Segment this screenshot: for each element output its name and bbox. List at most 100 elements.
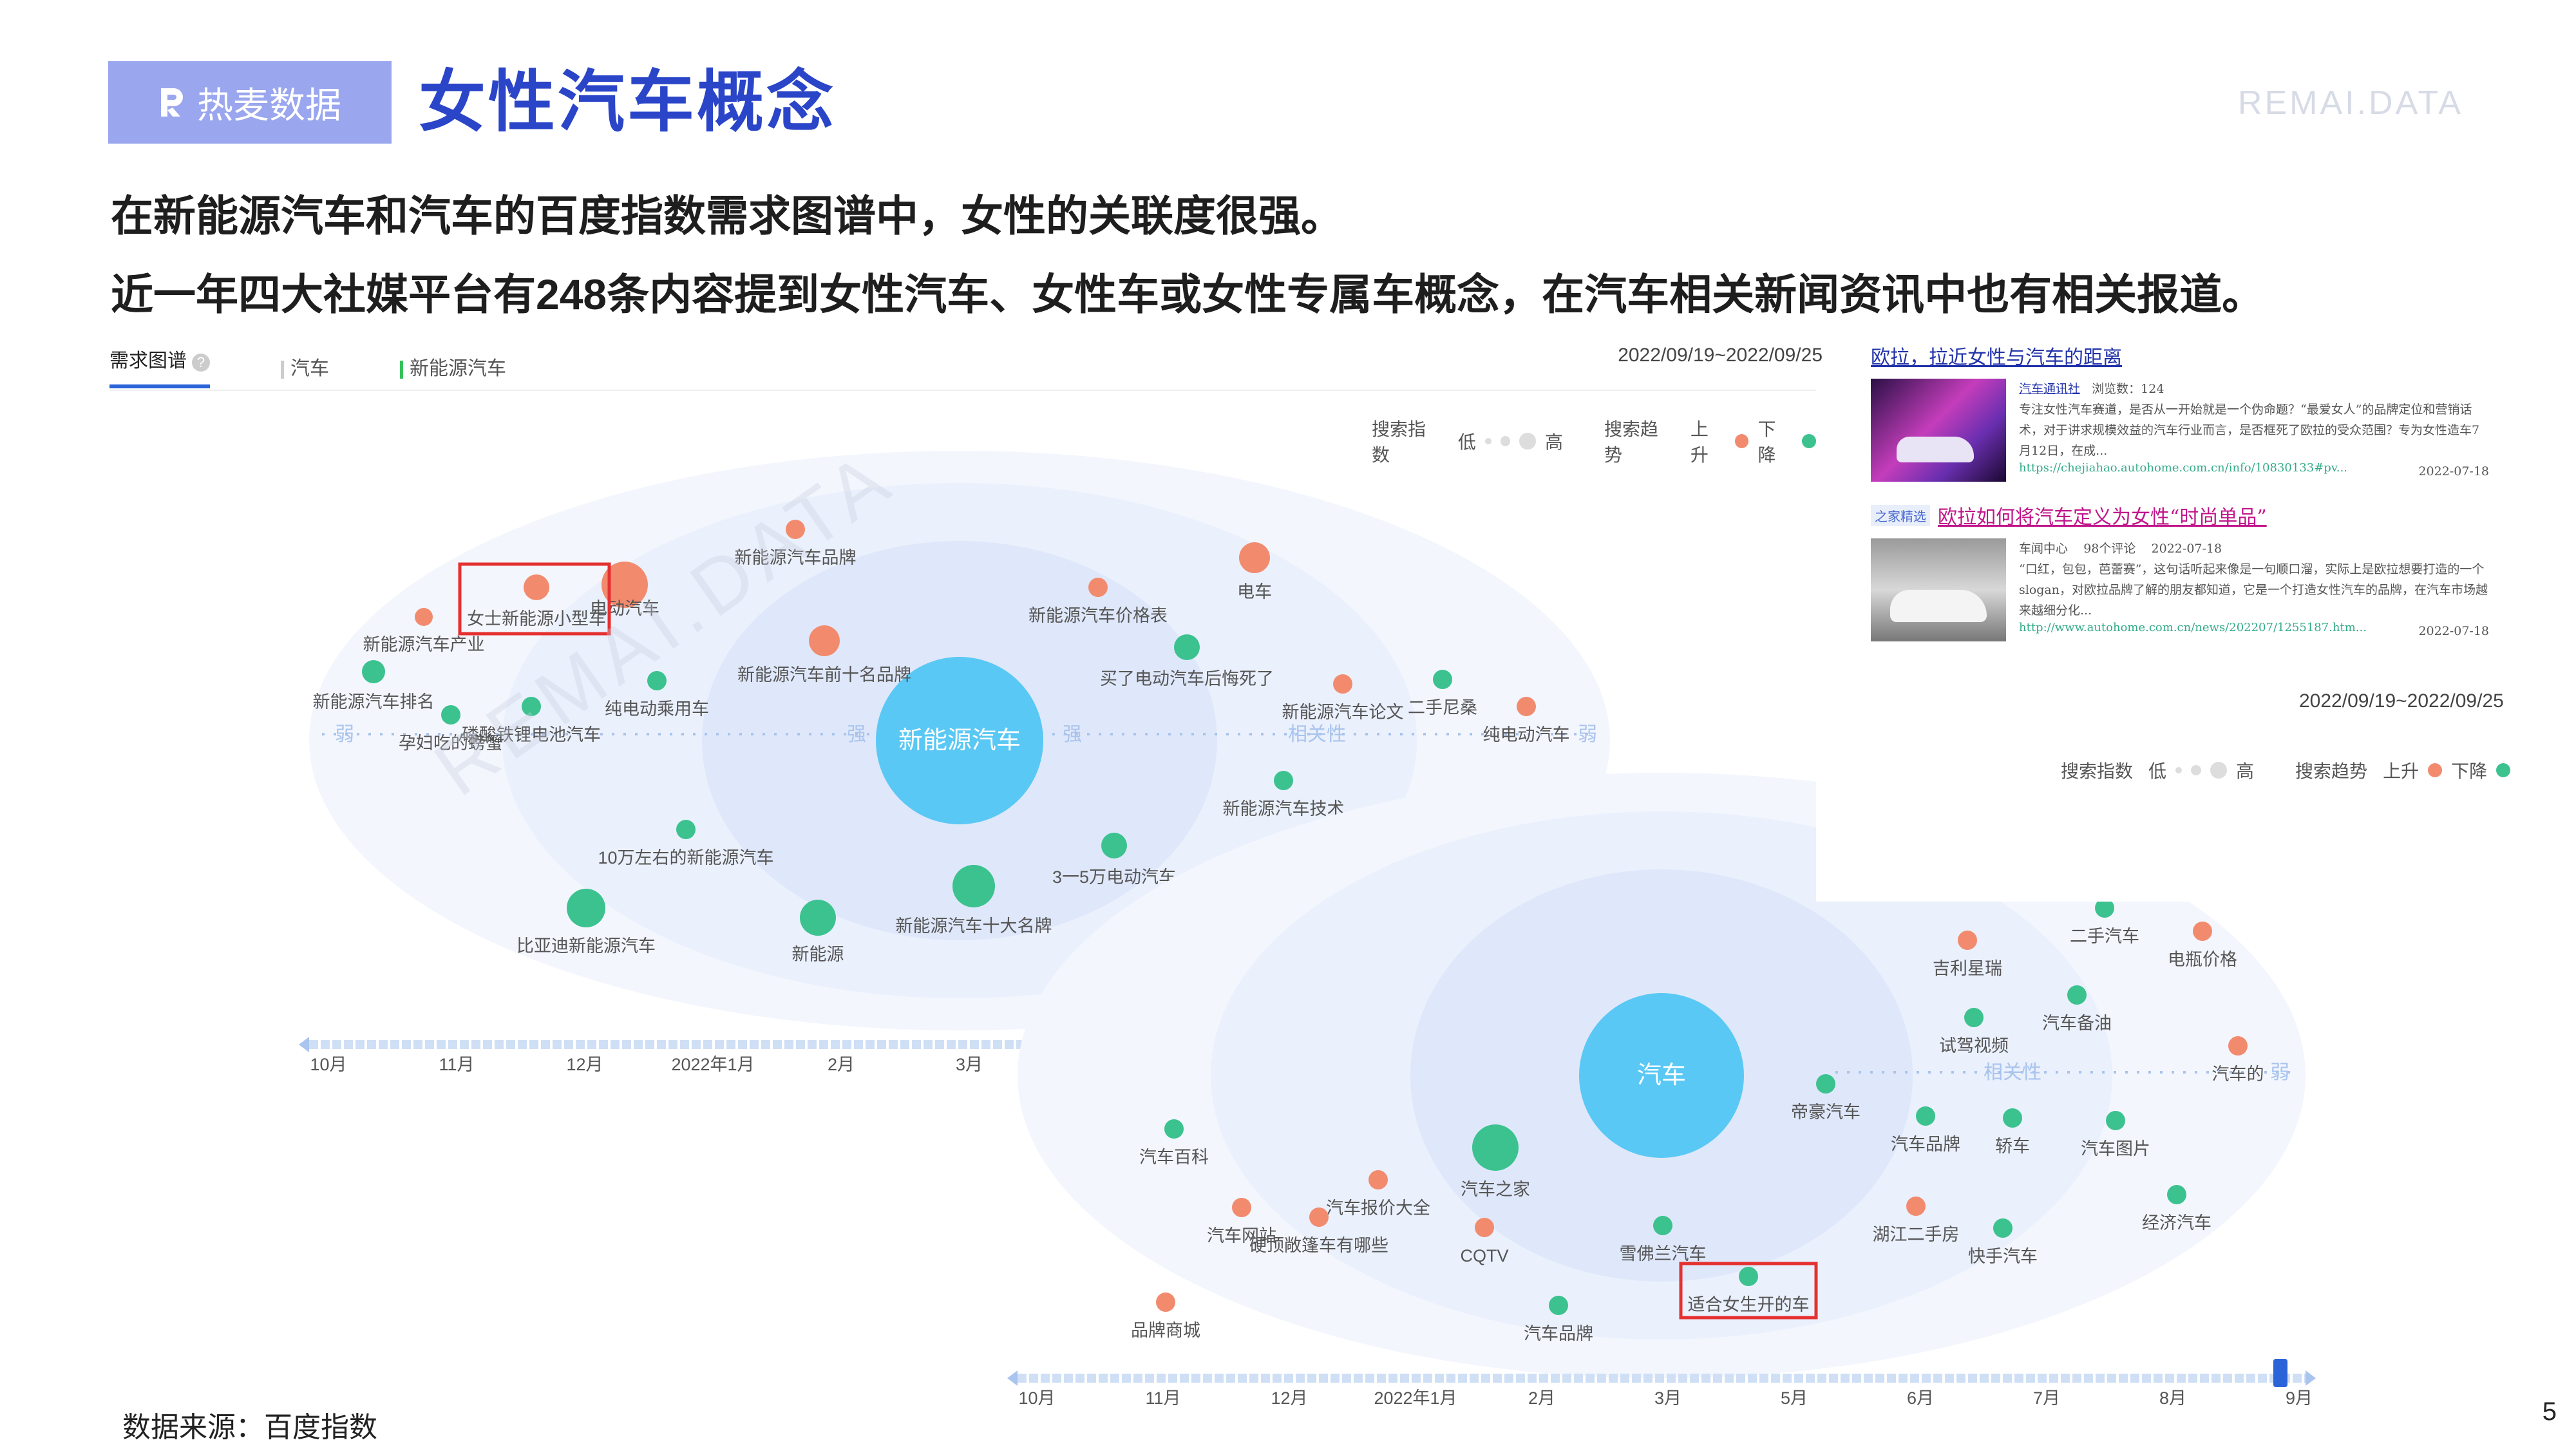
graph-node[interactable] [1653, 1216, 1672, 1235]
graph-node[interactable] [1274, 771, 1293, 790]
graph-node-label: 汽车图片 [2081, 1139, 2150, 1159]
graph-node-label: 女士新能源小型车 [467, 609, 606, 629]
help-icon[interactable]: ? [192, 354, 210, 372]
graph-node[interactable] [1164, 1119, 1184, 1139]
graph-node[interactable] [2193, 922, 2212, 941]
graph-node[interactable] [952, 865, 995, 907]
page-number: 5 [2542, 1397, 2557, 1426]
graph-node[interactable] [786, 520, 805, 539]
graph-node[interactable] [1433, 670, 1452, 689]
graph-node[interactable] [1156, 1293, 1175, 1312]
news-date-1: 2022-07-18 [2418, 464, 2489, 478]
graph-node-label: 汽车品牌 [1891, 1135, 1960, 1154]
graph-node[interactable] [800, 900, 836, 936]
graph-node[interactable] [601, 562, 648, 608]
graph-node[interactable] [1739, 1267, 1758, 1286]
graph-node[interactable] [676, 820, 696, 839]
graph-node-label: 新能源 [792, 945, 844, 964]
graph-node[interactable] [567, 889, 605, 927]
graph-node[interactable] [1232, 1198, 1251, 1217]
timeline-tick-label: 5月 [1781, 1388, 1808, 1408]
graph-node[interactable] [1549, 1296, 1568, 1315]
brand-logo-icon [161, 88, 183, 117]
timeline-tick-label: 2月 [1528, 1388, 1555, 1408]
graph-node[interactable] [1475, 1218, 1494, 1237]
graph-node[interactable] [522, 697, 541, 716]
graph-node-label: 新能源汽车前十名品牌 [737, 665, 911, 685]
graph-node[interactable] [1517, 697, 1536, 716]
graph-node[interactable] [2106, 1111, 2125, 1130]
center-node[interactable] [876, 657, 1043, 824]
graph-node-label: 电车 [1237, 582, 1272, 601]
graph-node[interactable] [1993, 1218, 2012, 1238]
timeline-tick-label: 2月 [828, 1055, 855, 1074]
graph-node[interactable] [1958, 931, 1977, 950]
graph-node-label: 帝豪汽车 [1791, 1103, 1861, 1122]
graph-node[interactable] [2067, 985, 2087, 1005]
demand-graph-panel: 需求图谱? 汽车 新能源汽车 2022/09/19~2022/09/25 搜索指… [109, 338, 1823, 1092]
graph-node-label: CQTV [1460, 1246, 1508, 1265]
timeline-handle[interactable] [2273, 1359, 2287, 1387]
tab-car[interactable]: 汽车 [281, 352, 329, 381]
timeline-left-arrow-icon[interactable] [1007, 1370, 1018, 1386]
graph-node[interactable] [441, 705, 460, 724]
graph-node-label: 轿车 [1995, 1137, 2030, 1156]
news-thumb-1[interactable] [1871, 379, 2006, 482]
graph-node[interactable] [1174, 634, 1200, 660]
graph-node-label: 比亚迪新能源汽车 [516, 936, 656, 956]
timeline-tick-label: 6月 [1907, 1388, 1934, 1408]
news-title-2[interactable]: 欧拉如何将汽车定义为女性“时尚单品” [1938, 506, 2267, 529]
graph-node-label: 纯电动汽车 [1483, 725, 1570, 744]
graph-node[interactable] [362, 660, 385, 683]
graph-node-label: 新能源汽车技术 [1223, 799, 1345, 819]
graph-node-label: 孕妇吃的螃蟹 [399, 734, 503, 753]
graph-node[interactable] [1964, 1008, 1984, 1027]
graph-node-label: 新能源汽车价格表 [1028, 606, 1168, 625]
center-node-label: 新能源汽车 [898, 727, 1021, 754]
news-thumb-2[interactable] [1871, 538, 2006, 641]
graph-node[interactable] [1906, 1197, 1926, 1216]
brand-badge: 热麦数据 [108, 61, 392, 144]
graph-node[interactable] [1309, 1208, 1329, 1227]
tab-nev[interactable]: 新能源汽车 [400, 352, 506, 381]
watermark-text: REMAI.DATA [2237, 84, 2463, 122]
timeline-right-arrow-icon[interactable] [2306, 1370, 2316, 1386]
news-badge: 之家精选 [1871, 504, 1930, 526]
graph-node[interactable] [1101, 833, 1127, 858]
tab-demand-graph[interactable]: 需求图谱? [109, 345, 210, 388]
graph-node[interactable] [415, 608, 433, 626]
graph-node[interactable] [1472, 1124, 1519, 1171]
graph-node[interactable] [2228, 1036, 2248, 1056]
news-source-1[interactable]: 汽车通讯社 [2019, 382, 2081, 396]
graph-node[interactable] [809, 625, 840, 656]
headline-2: 近一年四大社媒平台有248条内容提到女性汽车、女性车或女性专属车概念，在汽车相关… [111, 270, 2265, 318]
graph-node[interactable] [524, 574, 549, 600]
bottom-legend: 搜索指数 低 高 搜索趋势 上升 下降 [2061, 757, 2511, 783]
graph-node[interactable] [1916, 1106, 1935, 1126]
graph-node-label: 吉利星瑞 [1933, 959, 2002, 978]
graph-node[interactable] [1333, 674, 1352, 694]
bottom-center-node[interactable] [1579, 993, 1744, 1158]
timeline-tick-label: 2022年1月 [671, 1055, 754, 1074]
news-link-2[interactable]: http://www.autohome.com.cn/news/202207/1… [2019, 621, 2367, 634]
graph-node[interactable] [1239, 542, 1270, 573]
news-link-1[interactable]: https://chejiahao.autohome.com.cn/info/1… [2019, 461, 2348, 475]
graph-node[interactable] [1088, 578, 1108, 597]
graph-node-label: 品牌商城 [1131, 1321, 1200, 1340]
news-title-1[interactable]: 欧拉，拉近女性与汽车的距离 [1871, 346, 2122, 369]
graph-node[interactable] [2167, 1185, 2186, 1204]
timeline-tick-label: 10月 [310, 1055, 346, 1074]
graph-node[interactable] [1368, 1170, 1388, 1189]
timeline-left-arrow-icon[interactable] [299, 1037, 309, 1052]
graph-node[interactable] [2003, 1108, 2022, 1128]
bottom-date-range: 2022/09/19~2022/09/25 [2299, 690, 2504, 712]
axis-relevance: 相关性 [1288, 724, 1346, 745]
graph-node[interactable] [2095, 898, 2114, 918]
news-meta-1: 浏览数：124 [2092, 382, 2164, 396]
graph-node-label: 新能源汽车产业 [363, 635, 485, 654]
timeline-tick-label: 2022年1月 [1374, 1388, 1457, 1408]
graph-node[interactable] [1816, 1074, 1835, 1094]
graph-node[interactable] [647, 671, 667, 690]
